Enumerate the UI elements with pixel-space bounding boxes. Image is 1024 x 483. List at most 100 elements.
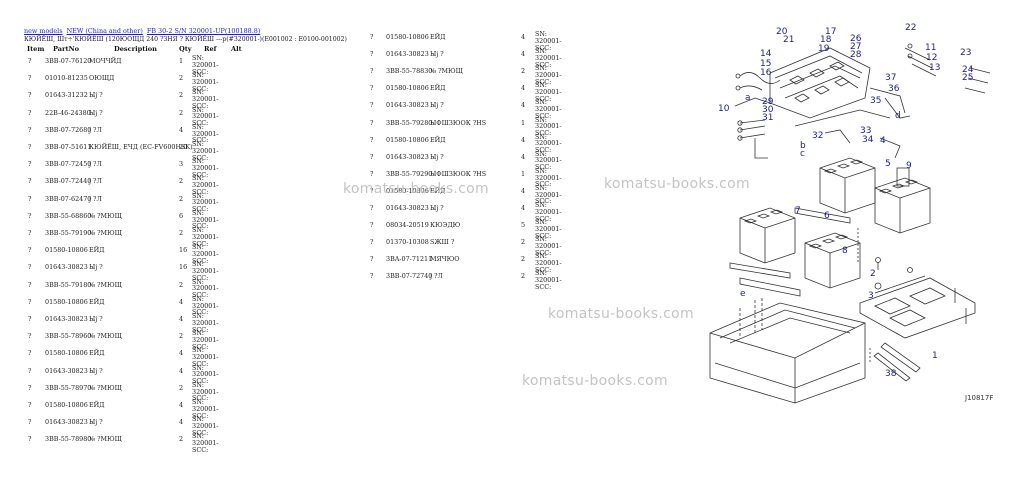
partno-cell: 01643-30823 (386, 152, 429, 161)
qty-cell: 4 (521, 50, 526, 59)
description-cell: ЕЙД (430, 135, 446, 144)
sn-cell: SN: 320001-SCC: (192, 243, 219, 265)
sn-cell: SN: 320001-SCC: (535, 115, 562, 138)
breadcrumb-link-region[interactable]: NEW (China and other) (66, 27, 143, 35)
partno-cell: 3BA-07-71211 (386, 255, 433, 264)
sn-cell: SN: 320001-SCC: (192, 140, 219, 162)
callout-letter-b: b (800, 141, 806, 151)
sn-cell: SN: 320001-SCC: (192, 312, 219, 334)
partno-cell: 3BB-07-72440 (45, 177, 92, 186)
breadcrumb-link-model[interactable]: FB 30-2 S/N 320001-UP(100188.8) (146, 27, 261, 35)
qty-cell: 2 (179, 108, 184, 117)
col-header-partno: PartNo (53, 45, 79, 53)
partno-cell: 3BB-55-78960 (45, 332, 92, 341)
qty-cell: 2 (179, 74, 184, 83)
callout-13: 13 (929, 63, 940, 73)
partno-cell: 3BB-55-79190 (45, 229, 92, 237)
description-cell: ЫФШЗЮОК ?НS (430, 118, 487, 127)
callout-20: 20 (776, 27, 788, 37)
qty-cell: 2 (179, 435, 184, 444)
description-cell: ЕЙД (89, 297, 105, 306)
partno-cell: 3BB-07-72680 (45, 125, 92, 134)
description-cell: Ыj ? (89, 108, 103, 117)
callout-7: 7 (795, 206, 801, 216)
callout-23: 23 (960, 48, 971, 58)
partno-cell: 3BB-07-62470 (45, 194, 92, 203)
qty-cell: 4 (521, 101, 526, 110)
sn-cell: SN: 320001-SCC: (192, 415, 219, 437)
col-header-alt: Alt (231, 45, 242, 53)
sn-cell: SN: 320001-SCC: (535, 98, 562, 120)
item-cell: ? (370, 50, 374, 59)
sn-cell: SN: 320001-SCC: (192, 260, 219, 282)
callout-27: 27 (850, 42, 861, 52)
item-cell: ? (28, 177, 32, 186)
item-cell: ? (28, 160, 32, 169)
qty-cell: 4 (179, 349, 184, 358)
description-cell: № ?МЮЩ (89, 435, 122, 444)
callout-9: 9 (906, 161, 912, 171)
item-cell: ? (370, 221, 374, 230)
description-cell: № ?МЮЩ (89, 211, 122, 220)
description-cell: ЕЙД (89, 401, 105, 409)
partno-cell: 01643-30823 (386, 101, 429, 110)
callout-3: 3 (868, 291, 874, 301)
partno-cell: 01643-30823 (386, 204, 429, 212)
qty-cell: 4 (179, 315, 184, 323)
callout-18: 18 (820, 35, 832, 45)
qty-cell: 2 (179, 91, 184, 100)
description-cell: КЮЭДЮ (430, 221, 461, 230)
description-cell: j ?Л (89, 125, 102, 134)
qty-cell: 3 (179, 160, 184, 169)
qty-cell: 4 (179, 401, 184, 409)
qty-cell: 2 (179, 177, 184, 186)
qty-cell: 2 (521, 238, 526, 247)
item-cell: ? (28, 229, 32, 237)
description-cell: ЕЙД (430, 186, 446, 195)
partno-cell: 3BB-55-79290 (386, 169, 433, 178)
watermark: komatsu-books.com (548, 306, 694, 322)
breadcrumb-link-new-models[interactable]: new models (24, 27, 63, 35)
callout-12: 12 (926, 53, 937, 63)
qty-cell: 1 (521, 118, 526, 127)
callout-36: 36 (888, 84, 900, 94)
sn-cell: SN: 320001-SCC: (535, 252, 562, 274)
callout-letter-a: a (745, 93, 751, 103)
item-cell: ? (370, 67, 374, 76)
item-cell: ? (28, 315, 32, 323)
callout-38: 38 (885, 369, 897, 379)
qty-cell: 2 (521, 67, 526, 76)
col-header-item: Item (27, 45, 45, 53)
sn-cell: SN: 320001-SCC: (535, 218, 562, 240)
partno-cell: 3BB-55-78830 (386, 67, 433, 76)
description-cell: Ыj ? (89, 315, 103, 323)
sn-cell: SN: 320001-SCC: (535, 269, 562, 291)
description-cell: МЯЧЮО (430, 255, 460, 264)
sn-cell: SN: 320001-SCC: (535, 47, 562, 69)
item-cell: ? (28, 435, 32, 444)
qty-cell: 2 (179, 383, 184, 392)
sn-cell: SN: 320001-SCC: (192, 363, 219, 386)
partno-cell: 01643-30823 (45, 315, 88, 323)
qty-cell: 2 (179, 280, 184, 289)
description-cell: № ?МЮЩ (89, 280, 122, 289)
callout-24: 24 (962, 65, 974, 75)
item-cell: ? (370, 238, 374, 247)
callout-15: 15 (760, 59, 771, 69)
item-cell: ? (28, 57, 32, 65)
qty-cell: 2 (179, 229, 184, 237)
callout-26: 26 (850, 34, 862, 44)
callout-34: 34 (862, 135, 874, 145)
description-cell: j ?Л (89, 177, 102, 186)
qty-cell: 5 (521, 221, 526, 230)
description-cell: Ыj ? (430, 204, 444, 212)
item-cell: ? (28, 332, 32, 341)
sn-cell: SN: 320001-SCC: (192, 174, 219, 196)
partno-cell: 3BB-55-79280 (386, 118, 433, 127)
partno-cell: 3BB-07-76120 (45, 57, 92, 65)
item-cell: ? (28, 383, 32, 392)
sn-cell: SN: 320001-SCC: (535, 166, 562, 189)
callout-5: 5 (885, 159, 891, 169)
item-cell: ? (28, 366, 32, 375)
sn-cell: SN: 320001-SCC: (535, 149, 562, 172)
